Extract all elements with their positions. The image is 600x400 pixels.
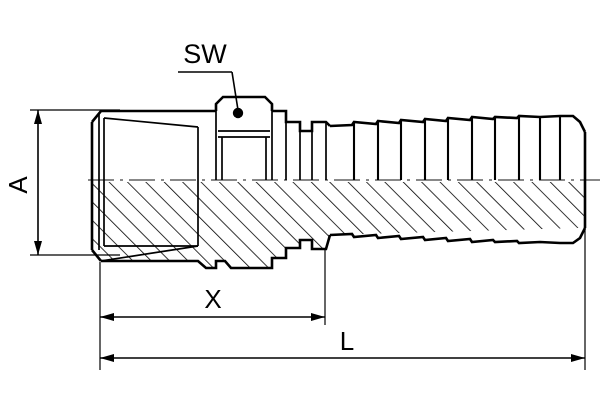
sw-callout: SW xyxy=(178,39,244,119)
sw-callout-label: SW xyxy=(183,39,227,69)
dimension-x-label: X xyxy=(204,284,221,314)
dimension-l: L xyxy=(100,228,586,370)
fitting-lower-profile xyxy=(101,227,587,270)
sw-leader-dot xyxy=(232,107,244,119)
dimension-l-label: L xyxy=(340,326,354,356)
dimension-a: A xyxy=(3,109,120,256)
fitting-upper-profile xyxy=(90,95,587,133)
dimension-a-label: A xyxy=(3,176,33,194)
fitting-bore-detail xyxy=(98,180,199,262)
fitting-internal-detail-lines xyxy=(98,111,327,180)
dimension-x: X xyxy=(99,249,326,370)
barb-serration-lines xyxy=(352,116,562,180)
section-hatching xyxy=(92,182,585,268)
